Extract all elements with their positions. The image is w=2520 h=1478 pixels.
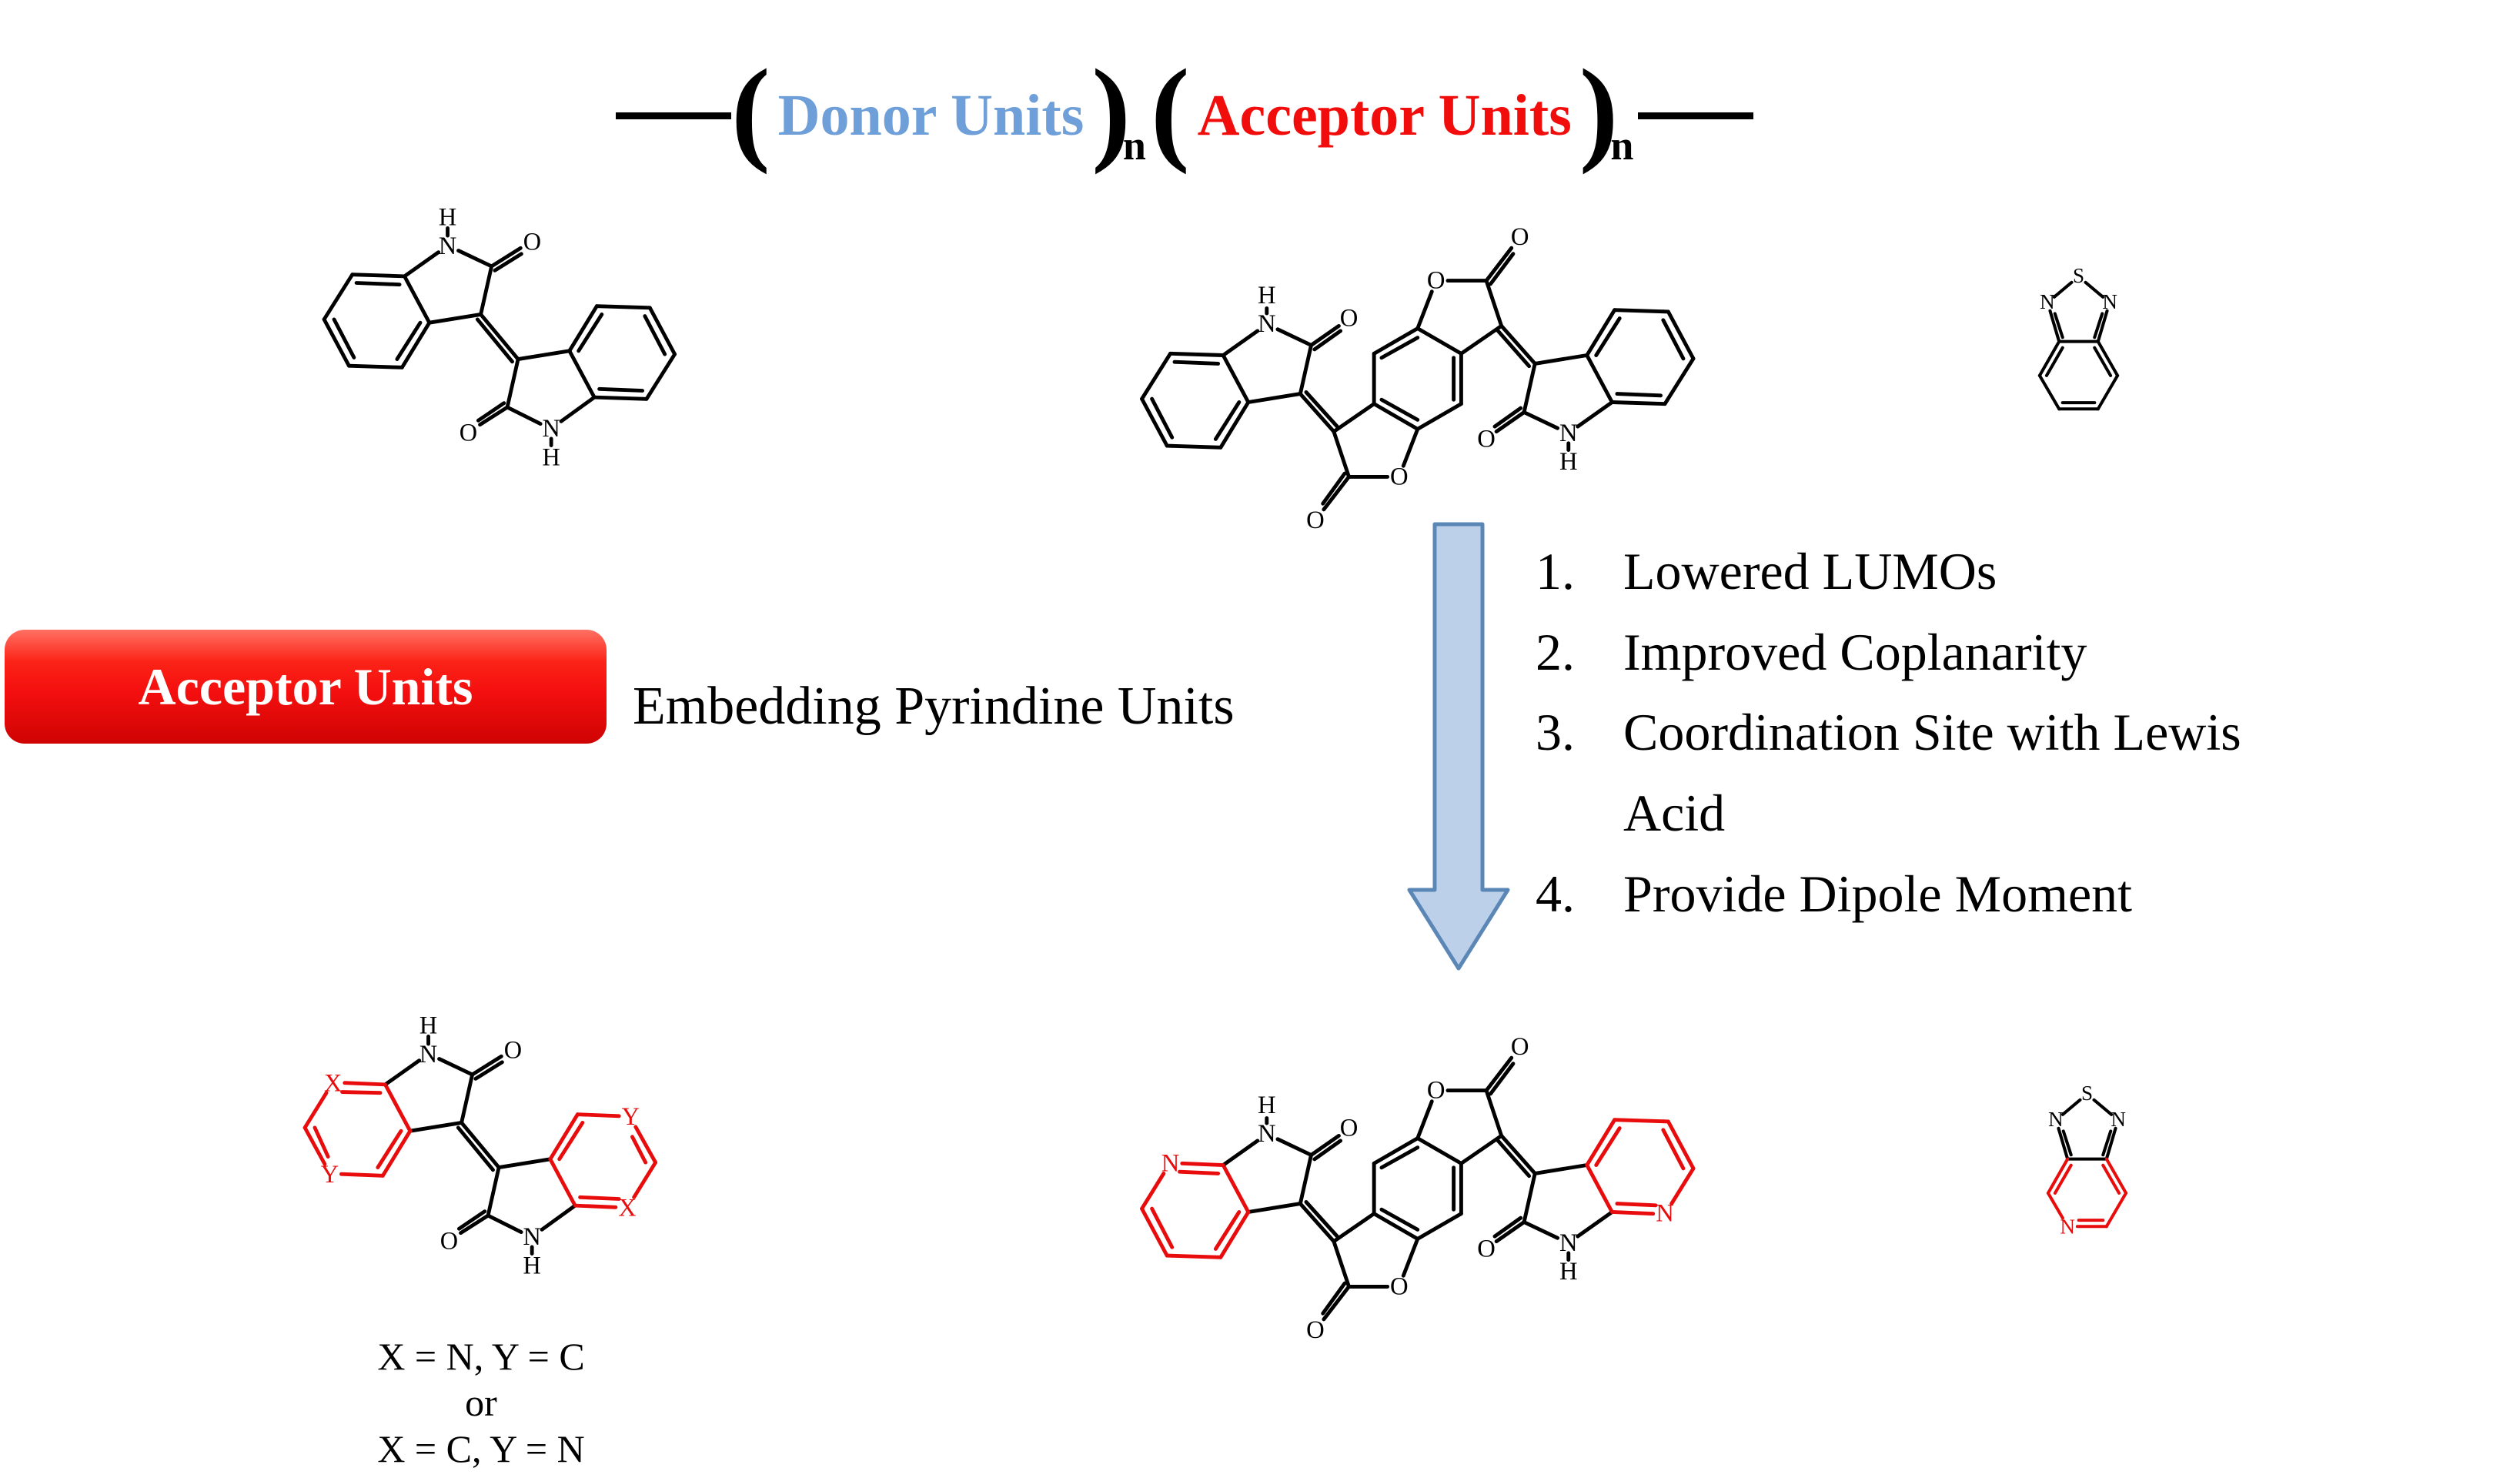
aza-ibdf-bonds bbox=[1140, 1055, 1696, 1322]
down-arrow bbox=[1407, 522, 1510, 971]
benefits-list: 1. Lowered LUMOs 2. Improved Coplanarity… bbox=[1536, 531, 2316, 935]
structure-benzothiadiazole: S N N bbox=[2037, 264, 2120, 411]
structure-isoindigo: H N O O N H bbox=[322, 202, 677, 471]
down-arrow-shape bbox=[1407, 522, 1510, 971]
open-paren: ( bbox=[731, 45, 770, 175]
atom-N: N bbox=[523, 1222, 540, 1250]
structure-aza-ibdf: H N O O O O O O N H N N bbox=[1140, 1033, 1696, 1344]
benefit-item-1: 1. Lowered LUMOs bbox=[1536, 531, 2316, 612]
ibdf-atom-labels: H N O O O O O O N H bbox=[1258, 223, 1578, 534]
isoindigo-bonds bbox=[322, 226, 677, 447]
btd-bonds bbox=[2037, 280, 2120, 411]
atom-X: X bbox=[324, 1069, 342, 1097]
acceptor-units-box-label: Acceptor Units bbox=[138, 657, 473, 716]
embedding-text: Embedding Pyrindine Units bbox=[633, 677, 1235, 736]
btd-atom-labels: S N N bbox=[2040, 264, 2117, 313]
atom-N: N bbox=[1559, 420, 1578, 447]
atom-N: N bbox=[1559, 1229, 1578, 1257]
close-paren: ) bbox=[1091, 45, 1131, 175]
atom-N: N bbox=[2040, 290, 2055, 313]
donor-units-label: Donor Units bbox=[777, 82, 1085, 148]
atom-N-pyridine: N bbox=[1656, 1200, 1674, 1228]
close-paren: ) bbox=[1579, 45, 1619, 175]
structure-ibdf: H N O O O O O O N H bbox=[1140, 223, 1696, 534]
benefit-number: 4. bbox=[1536, 864, 1575, 923]
atom-Y: Y bbox=[622, 1102, 640, 1130]
benefit-text: Improved Coplanarity bbox=[1623, 622, 2087, 681]
atom-H: H bbox=[1258, 1092, 1276, 1119]
atom-O: O bbox=[1306, 1316, 1325, 1344]
variable-definition: X = N, Y = C or X = C, Y = N bbox=[266, 1333, 697, 1472]
atom-N: N bbox=[439, 232, 456, 259]
benefit-number: 3. bbox=[1536, 703, 1575, 762]
atom-Y: Y bbox=[321, 1160, 339, 1188]
atom-O: O bbox=[1511, 1033, 1529, 1061]
aza-isoindigo-bonds bbox=[302, 1035, 658, 1256]
atom-O: O bbox=[504, 1036, 522, 1064]
atom-O: O bbox=[1390, 463, 1409, 490]
benefit-text: Lowered LUMOs bbox=[1623, 542, 1997, 600]
acceptor-units-box: Acceptor Units bbox=[5, 630, 607, 744]
atom-H: H bbox=[1559, 1258, 1578, 1286]
atom-N-pyridine: N bbox=[2060, 1215, 2075, 1238]
atom-H: H bbox=[419, 1011, 437, 1038]
atom-O: O bbox=[440, 1226, 458, 1254]
atom-O: O bbox=[1427, 267, 1445, 295]
repeat-subscript-n: n bbox=[1610, 122, 1634, 169]
acceptor-units-label: Acceptor Units bbox=[1197, 82, 1572, 148]
atom-O: O bbox=[1390, 1272, 1409, 1300]
atom-O: O bbox=[1306, 507, 1325, 534]
atom-N: N bbox=[419, 1040, 437, 1068]
atom-O: O bbox=[1477, 1235, 1496, 1262]
variable-definition-line2: or bbox=[465, 1381, 497, 1424]
atom-H: H bbox=[523, 1252, 540, 1279]
benefit-number: 1. bbox=[1536, 542, 1575, 600]
atom-X: X bbox=[618, 1193, 636, 1221]
bond-line-right bbox=[1638, 112, 1754, 119]
benefit-number: 2. bbox=[1536, 622, 1575, 681]
variable-definition-line1: X = N, Y = C bbox=[377, 1335, 585, 1378]
aza-ibdf-atom-labels: H N O O O O O O N H N N bbox=[1161, 1033, 1674, 1344]
aza-isoindigo-atom-labels: H N O X Y Y X O N H bbox=[321, 1011, 640, 1279]
atom-H: H bbox=[1258, 282, 1276, 309]
tdp-atom-labels: S N N N bbox=[2048, 1082, 2126, 1238]
atom-N: N bbox=[1258, 310, 1276, 338]
benefit-item-3: 3. Coordination Site with Lewis Acid bbox=[1536, 692, 2316, 853]
ibdf-bonds bbox=[1140, 246, 1696, 512]
isoindigo-atom-labels: H N O O N H bbox=[439, 202, 560, 470]
atom-S: S bbox=[2081, 1082, 2093, 1105]
atom-O: O bbox=[1511, 223, 1529, 251]
benefit-text: Provide Dipole Moment bbox=[1623, 864, 2133, 923]
atom-O: O bbox=[1340, 305, 1359, 333]
atom-O: O bbox=[1427, 1077, 1445, 1105]
atom-N: N bbox=[2111, 1108, 2126, 1131]
atom-O: O bbox=[460, 418, 477, 446]
variable-definition-line3: X = C, Y = N bbox=[377, 1427, 585, 1470]
atom-N: N bbox=[1258, 1120, 1276, 1148]
polymer-formula: ( Donor Units ) n ( Acceptor Units ) n bbox=[616, 38, 1754, 192]
atom-N: N bbox=[2102, 290, 2117, 313]
structure-aza-isoindigo: H N O X Y Y X O N H bbox=[302, 1011, 658, 1279]
atom-N-pyridine: N bbox=[1161, 1149, 1180, 1177]
atom-O: O bbox=[1477, 425, 1496, 453]
atom-O: O bbox=[1340, 1115, 1359, 1142]
open-paren: ( bbox=[1150, 45, 1190, 175]
atom-N: N bbox=[542, 414, 560, 442]
benefit-text: Coordination Site with Lewis Acid bbox=[1623, 703, 2241, 843]
benefit-item-4: 4. Provide Dipole Moment bbox=[1536, 854, 2316, 935]
bond-line-left bbox=[616, 112, 731, 119]
atom-H: H bbox=[542, 443, 560, 471]
atom-H: H bbox=[439, 202, 456, 230]
structure-thiadiazolopyridine: S N N N bbox=[2046, 1082, 2128, 1238]
atom-H: H bbox=[1559, 448, 1578, 476]
atom-N: N bbox=[2048, 1108, 2064, 1131]
benefit-item-2: 2. Improved Coplanarity bbox=[1536, 612, 2316, 693]
atom-S: S bbox=[2073, 264, 2084, 287]
atom-O: O bbox=[523, 228, 541, 256]
repeat-subscript-n: n bbox=[1122, 122, 1146, 169]
tdp-bonds bbox=[2046, 1098, 2128, 1229]
